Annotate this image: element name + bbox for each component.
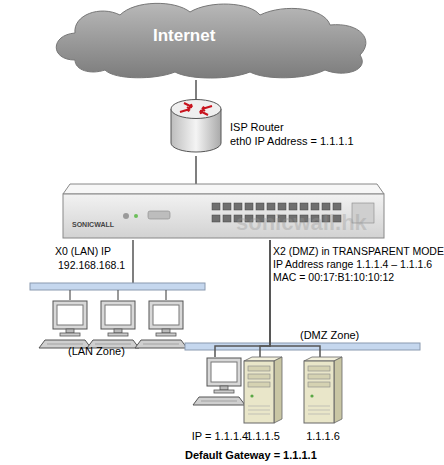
zone-label: (LAN Zone) <box>68 345 125 358</box>
port-label: IP Address range 1.1.1.4 – 1.1.1.6 <box>273 258 432 270</box>
node-text: SONICWALL <box>72 221 114 229</box>
lan-pc <box>39 301 91 348</box>
network-link <box>260 240 270 357</box>
lan-pc <box>135 301 187 348</box>
note-label: Default Gateway = 1.1.1.1 <box>185 449 317 462</box>
lan-bus <box>30 283 205 290</box>
workstation-node: IP = 1.1.1.4 <box>175 356 255 446</box>
server-node: 1.1.1.5 <box>238 356 288 446</box>
lan-wire <box>132 240 134 284</box>
lan-pc <box>87 301 139 348</box>
network-link <box>215 240 270 357</box>
network-link <box>195 156 197 184</box>
port-label: MAC = 00:17:B1:10:10:12 <box>273 271 394 283</box>
zone-label: (DMZ Zone) <box>300 329 359 342</box>
network-link <box>195 80 197 99</box>
port-label: X0 (LAN) IP <box>55 245 111 257</box>
port-label: X2 (DMZ) in TRANSPARENT MODE <box>273 245 444 257</box>
server-node: 1.1.1.6 <box>298 356 348 446</box>
router-node: ISP Routereth0 IP Address = 1.1.1.1 <box>170 98 444 156</box>
node-text: 1.1.1.5 <box>233 430 293 443</box>
node-text: Internet <box>153 26 215 46</box>
watermark: sonicwall.hk <box>236 210 367 235</box>
node-text: ISP Router <box>230 121 284 134</box>
cloud-node: Internet <box>45 0 380 80</box>
node-text: eth0 IP Address = 1.1.1.1 <box>230 135 354 148</box>
node-text: 1.1.1.6 <box>293 430 353 443</box>
port-label: 192.168.168.1 <box>58 259 125 271</box>
